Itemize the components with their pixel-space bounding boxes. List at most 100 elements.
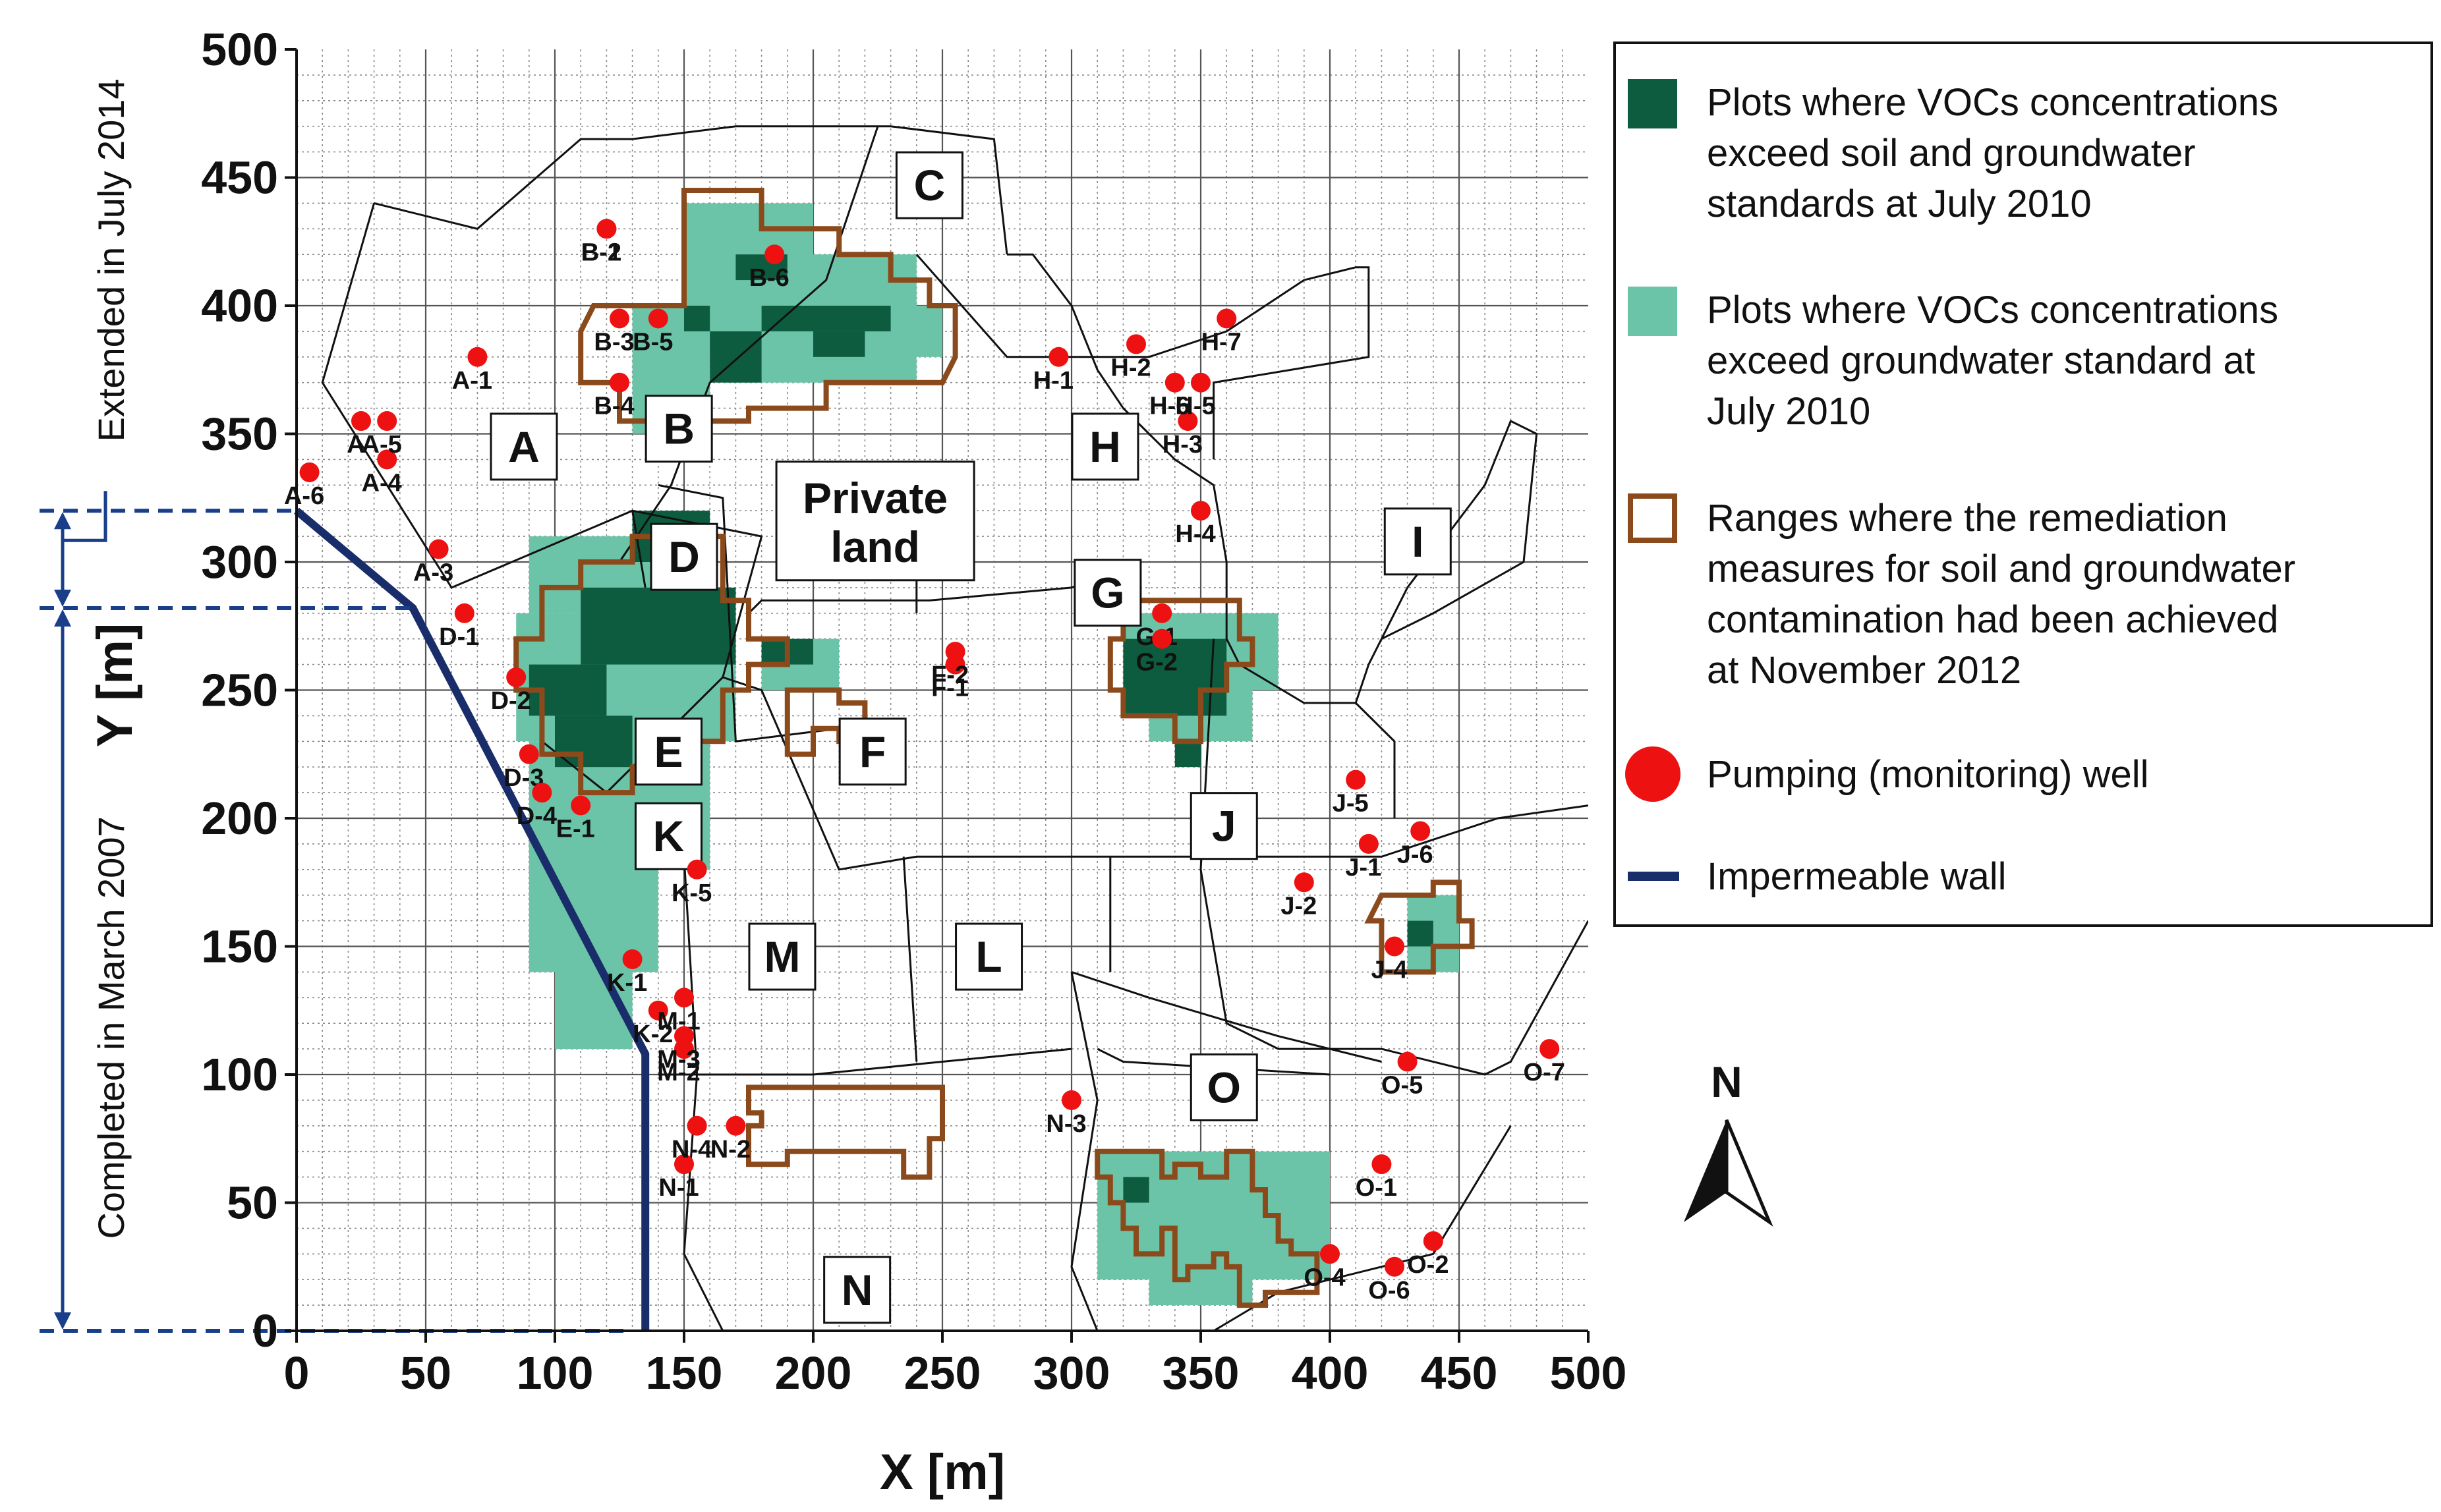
y-tick-label: 400 xyxy=(201,280,278,331)
zone-label: N xyxy=(842,1266,873,1314)
well-label: H-7 xyxy=(1201,328,1242,356)
well-marker xyxy=(1178,411,1198,432)
x-tick-label: 350 xyxy=(1163,1347,1240,1399)
well-marker xyxy=(571,795,591,816)
zone-label-box xyxy=(634,802,703,870)
zone-label-box xyxy=(838,717,907,786)
well-label: K-5 xyxy=(672,880,712,907)
well-label: B-5 xyxy=(633,328,673,356)
y-tick-label: 50 xyxy=(227,1177,278,1229)
legend-brown-line2: measures for soil and groundwater xyxy=(1707,547,2295,590)
well-marker xyxy=(687,1115,707,1136)
legend-light-green-line3: July 2010 xyxy=(1707,390,1870,433)
y-tick-label: 200 xyxy=(201,793,278,844)
well-marker xyxy=(377,411,397,432)
zone-label: F xyxy=(859,727,886,776)
north-arrow-right-half xyxy=(1725,1119,1773,1227)
contamination-cell-soil-groundwater xyxy=(581,587,736,665)
zone-label-box xyxy=(895,151,963,219)
contamination-cell-groundwater xyxy=(555,920,633,1050)
legend-box xyxy=(1613,42,2433,927)
well-label: B-1 xyxy=(581,238,621,266)
well-marker xyxy=(1423,1231,1443,1251)
zone-boundary-line xyxy=(618,126,879,563)
contamination-cell-soil-groundwater xyxy=(555,715,633,768)
contamination-plots xyxy=(516,203,1459,1306)
legend-light-green-line1: Plots where VOCs concentrations xyxy=(1707,289,2278,331)
x-tick-label: 500 xyxy=(1550,1347,1627,1399)
contamination-cell-soil-groundwater xyxy=(813,331,865,357)
zone-label-box xyxy=(490,412,558,481)
zone-boundary-line xyxy=(902,856,918,1062)
well-marker xyxy=(674,988,694,1008)
well-marker xyxy=(1152,629,1172,649)
y-tick-label: 150 xyxy=(201,921,278,972)
well-marker xyxy=(764,244,785,265)
x-tick-label: 450 xyxy=(1421,1347,1498,1399)
well-label: H-3 xyxy=(1163,431,1203,459)
well-marker xyxy=(622,949,643,969)
well-marker xyxy=(454,603,474,623)
private-land-box xyxy=(775,461,975,582)
well-marker xyxy=(1294,872,1314,893)
well-marker xyxy=(299,462,320,482)
zone-label: C xyxy=(914,161,946,210)
zone-label-box xyxy=(650,522,718,591)
zone-boundary-line xyxy=(374,125,1008,255)
well-marker xyxy=(1191,501,1211,521)
zone-boundary-line xyxy=(1097,1048,1331,1076)
y-tick-label: 0 xyxy=(252,1305,278,1357)
zone-label: J xyxy=(1212,802,1236,851)
zone-boundary-line xyxy=(915,254,1370,460)
contamination-cell-soil-groundwater xyxy=(761,306,891,331)
well-marker xyxy=(1320,1244,1340,1264)
private-land-label-line2: land xyxy=(830,522,920,571)
remediation-range-outline xyxy=(746,1084,945,1180)
x-tick-label: 150 xyxy=(646,1347,723,1399)
legend-dark-green-line1: Plots where VOCs concentrations xyxy=(1707,81,2278,124)
remediation-range-outline xyxy=(1095,1148,1320,1308)
x-tick-label: 50 xyxy=(400,1347,451,1399)
well-marker xyxy=(726,1115,746,1136)
private-land-label-line1: Private xyxy=(803,474,948,522)
y-tick-label: 300 xyxy=(201,536,278,588)
well-label: H-6 xyxy=(1149,393,1190,420)
legend-brown-line3: contamination had been achieved xyxy=(1707,598,2278,641)
well-marker xyxy=(428,539,449,559)
zone-label: L xyxy=(975,932,1002,981)
extended-arrowhead-top xyxy=(54,512,71,530)
well-label: A-4 xyxy=(362,469,402,497)
x-tick-label: 250 xyxy=(904,1347,981,1399)
well-marker xyxy=(1062,1090,1081,1110)
well-label: N-3 xyxy=(1046,1110,1086,1138)
zone-label: D xyxy=(668,532,700,581)
zone-label: M xyxy=(764,932,800,981)
well-label: H-2 xyxy=(1110,354,1151,381)
well-label: B-4 xyxy=(594,393,634,420)
well-label: M-3 xyxy=(657,1046,700,1074)
well-label: B-6 xyxy=(749,264,790,292)
well-marker xyxy=(1126,334,1146,354)
well-label: A-3 xyxy=(413,559,453,587)
y-tick-label: 250 xyxy=(201,665,278,716)
well-marker xyxy=(610,372,629,393)
legend-dark-green-line2: exceed soil and groundwater xyxy=(1707,132,2196,175)
zone-boundary-line xyxy=(1213,1125,1512,1331)
well-marker xyxy=(1539,1039,1560,1059)
zone-label: K xyxy=(653,812,685,860)
zone-label-box xyxy=(1383,507,1452,576)
zone-boundary-line xyxy=(1354,420,1538,704)
completed-arrowhead-top xyxy=(54,609,71,627)
legend-brown-line4: at November 2012 xyxy=(1707,649,2021,692)
zone-label-box xyxy=(955,922,1023,991)
zone-boundary-line xyxy=(722,676,1588,871)
zone-label: I xyxy=(1412,517,1423,566)
well-label: J-4 xyxy=(1371,957,1408,984)
well-label: F-1 xyxy=(931,675,969,702)
zone-label-box xyxy=(823,1256,892,1324)
well-label: M-2 xyxy=(657,1059,700,1086)
legend-swatch-dark-green xyxy=(1628,79,1677,128)
well-label: O-5 xyxy=(1381,1072,1423,1100)
well-label: O-4 xyxy=(1304,1264,1345,1291)
